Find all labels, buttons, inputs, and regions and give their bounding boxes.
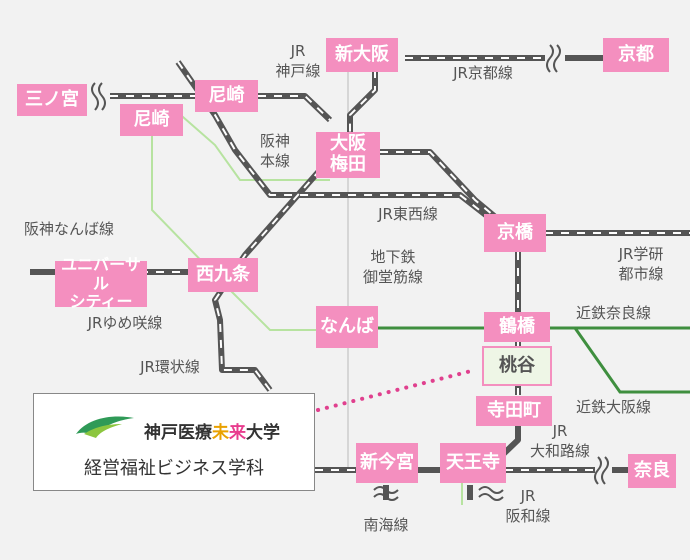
station-nishikujo[interactable]: 西九条 [188, 258, 258, 292]
station-osaka-umeda[interactable]: 大阪 梅田 [316, 132, 380, 178]
station-namba[interactable]: なんば [316, 306, 378, 348]
school-name-part: 神戸医療 [144, 423, 212, 443]
label-nankai-line: 南海線 [363, 516, 409, 534]
station-kyoto[interactable]: 京都 [603, 38, 669, 72]
school-name-accent-1: 未 [212, 423, 229, 443]
label-jr-hanwa-line: JR 阪和線 [505, 487, 551, 525]
station-nara[interactable]: 奈良 [628, 454, 676, 488]
station-shin-imamiya[interactable]: 新今宮 [356, 443, 418, 483]
label-jr-loop-line: JR環状線 [140, 358, 200, 376]
station-momodani[interactable]: 桃谷 [482, 346, 552, 386]
label-jr-tozai-line: JR東西線 [378, 205, 438, 223]
station-amagasaki-hanshin[interactable]: 尼崎 [120, 104, 183, 136]
label-jr-yamatoji-line: JR 大和路線 [529, 422, 590, 460]
label-hanshin-namba-line: 阪神なんば線 [24, 220, 115, 238]
school-name: 神戸医療未来大学 [144, 418, 280, 443]
station-tsuruhashi[interactable]: 鶴橋 [484, 312, 550, 342]
label-jr-kobe-line: JR 神戸線 [275, 42, 321, 80]
label-subway-midosuji: 地下鉄 御堂筋線 [362, 248, 423, 286]
label-jr-yumesaki-line: JRゆめ咲線 [87, 314, 163, 332]
station-kyobashi[interactable]: 京橋 [484, 214, 546, 252]
station-shin-osaka[interactable]: 新大阪 [326, 38, 398, 72]
line-break-marks [91, 44, 609, 501]
walk-route-dots [316, 368, 477, 412]
kintetsu-osaka-line [573, 327, 690, 394]
hanshin-honsen-line [174, 109, 330, 181]
school-name-accent-2: 来 [229, 423, 246, 443]
station-tennoji[interactable]: 天王寺 [440, 443, 506, 483]
school-info-box: 神戸医療未来大学 経営福祉ビジネス学科 [33, 393, 315, 491]
station-universal-city[interactable]: ユニバーサル シティー [55, 256, 147, 311]
station-teradacho[interactable]: 寺田町 [476, 396, 552, 426]
leaf-logo-icon [76, 416, 134, 438]
label-hanshin-honsen: 阪神 本線 [259, 132, 290, 170]
station-sannomiya[interactable]: 三ノ宮 [17, 84, 87, 116]
label-jr-gakken-line: JR学研 都市線 [618, 245, 664, 283]
school-name-suffix: 大学 [246, 423, 280, 443]
school-department: 経営福祉ビジネス学科 [84, 458, 264, 479]
label-kintetsu-nara-line: 近鉄奈良線 [576, 304, 652, 322]
station-amagasaki-jr[interactable]: 尼崎 [195, 80, 258, 112]
label-jr-kyoto-line: JR京都線 [453, 64, 513, 82]
label-kintetsu-osaka-line: 近鉄大阪線 [576, 398, 652, 416]
